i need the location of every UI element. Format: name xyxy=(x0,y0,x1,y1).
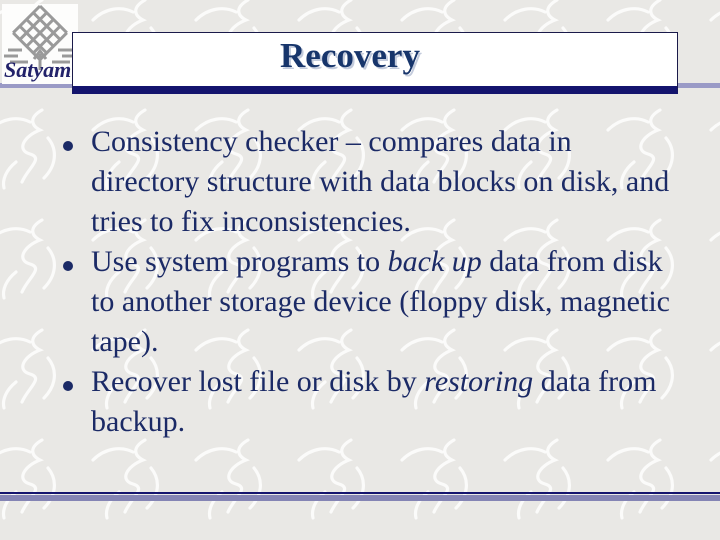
bullet-dot xyxy=(63,261,73,271)
slide-title: Recovery xyxy=(280,36,420,75)
footer-line xyxy=(0,492,720,494)
logo-text: Satyam xyxy=(4,57,72,82)
bullet-text: Recover lost file or disk by restoring d… xyxy=(91,365,657,438)
logo: Satyam xyxy=(2,4,78,84)
footer-band xyxy=(0,495,720,501)
bullet-dot xyxy=(63,381,73,391)
bullet-item: Use system programs to back up data from… xyxy=(60,242,690,362)
bullet-item: Recover lost file or disk by restoring d… xyxy=(60,362,690,442)
bullet-list: Consistency checker – compares data in d… xyxy=(60,122,690,442)
bullet-dot xyxy=(63,141,73,151)
bullet-text: Consistency checker – compares data in d… xyxy=(91,125,670,238)
bullet-item: Consistency checker – compares data in d… xyxy=(60,122,690,242)
bullet-text: Use system programs to back up data from… xyxy=(91,245,670,358)
title-box: Recovery xyxy=(72,32,678,94)
